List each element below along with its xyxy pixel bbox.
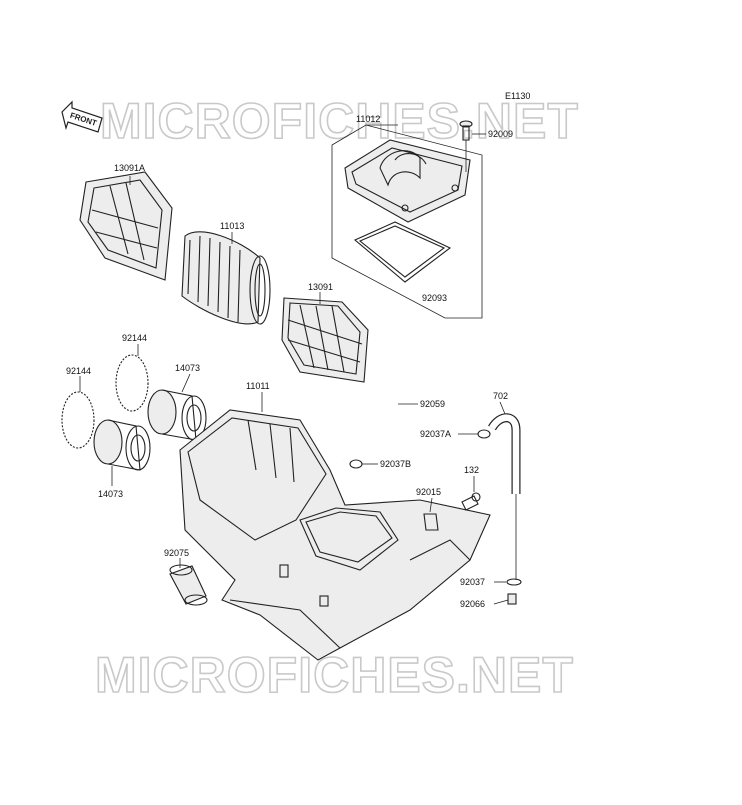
label-14073-upper: 14073 <box>175 363 200 373</box>
front-arrow-icon: FRONT <box>61 100 103 133</box>
plug-92066 <box>493 593 517 605</box>
hose-92059 <box>341 394 418 467</box>
watermark-top: MICROFICHES.NET <box>100 93 579 149</box>
air-box-housing <box>179 392 491 661</box>
label-92037b: 92037B <box>380 459 411 469</box>
bracket-92015 <box>423 497 439 531</box>
clamp-band-upper <box>115 344 149 412</box>
label-13091: 13091 <box>308 282 333 292</box>
label-92009: 92009 <box>488 129 513 139</box>
clamp-92037a <box>458 429 491 439</box>
label-11011: 11011 <box>246 381 270 391</box>
cover-gasket <box>353 221 452 283</box>
label-92144-lower: 92144 <box>66 366 91 376</box>
label-132: 132 <box>464 465 479 475</box>
label-92059: 92059 <box>420 399 445 409</box>
watermark-bottom: MICROFICHES.NET <box>95 647 574 703</box>
label-92066: 92066 <box>460 599 485 609</box>
label-92093: 92093 <box>422 293 447 303</box>
drain-tube <box>488 401 521 580</box>
label-14073-lower: 14073 <box>98 489 123 499</box>
label-92075: 92075 <box>164 548 189 558</box>
clamp-band-lower <box>61 376 95 449</box>
sleeve-92075 <box>169 558 208 606</box>
filter-frame-13091a <box>79 171 173 281</box>
air-box-cover <box>344 139 471 223</box>
air-filter-element <box>181 231 271 325</box>
clamp-92037b <box>349 459 378 469</box>
filter-frame-13091 <box>281 292 369 383</box>
label-11013: 11013 <box>220 221 244 231</box>
label-92037: 92037 <box>460 577 485 587</box>
label-702: 702 <box>493 391 508 401</box>
label-92037a: 92037A <box>420 429 451 439</box>
label-92144-upper: 92144 <box>122 333 147 343</box>
label-11012: 11012 <box>356 114 380 124</box>
duct-upper <box>147 373 207 441</box>
label-92015: 92015 <box>416 487 441 497</box>
label-13091a: 13091A <box>114 163 145 173</box>
bolt-92009-icon <box>459 120 486 172</box>
clamp-92037 <box>494 578 522 586</box>
duct-lower <box>93 419 151 486</box>
bolt-132-icon <box>461 476 481 511</box>
cover-assembly-group <box>331 124 483 319</box>
diagram-code: E1130 <box>505 91 530 101</box>
